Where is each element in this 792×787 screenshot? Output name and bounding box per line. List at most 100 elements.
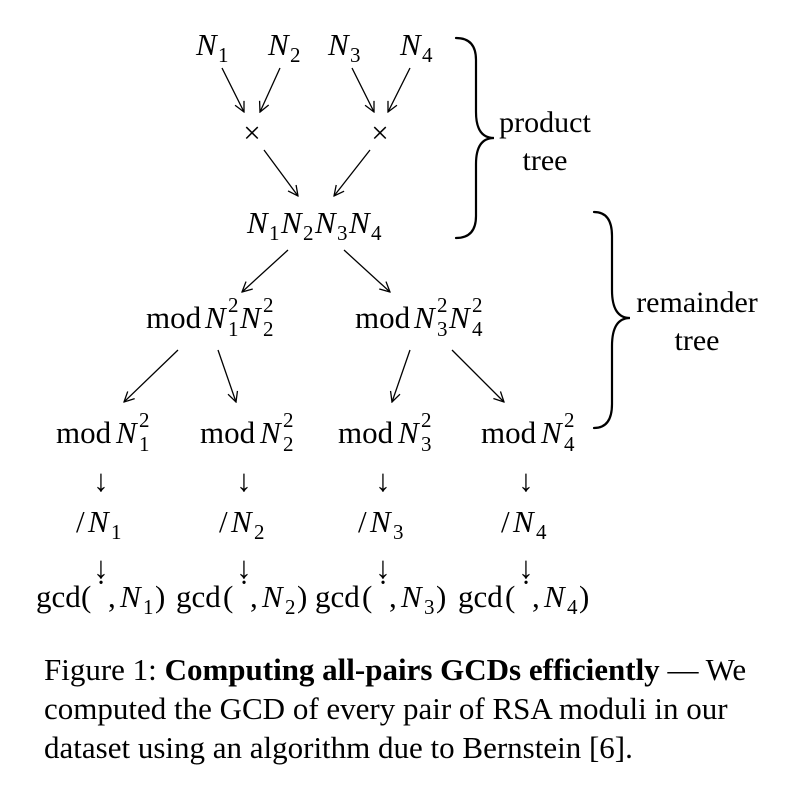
divide-2-sub: 2: [254, 520, 265, 544]
gcd-tree-diagram: N 1 N 2 N 3 N 4 × × N 1 N 2 N 3 N 4 mod …: [36, 27, 758, 619]
arrow-mod12-mod1: [124, 349, 179, 402]
mod-single-4-exp: 2: [564, 408, 575, 432]
mod-pair-12-sub-b: 2: [263, 317, 274, 341]
mod-pair-12-exp-b: 2: [263, 293, 274, 317]
divide-node-3: / N 3: [358, 504, 404, 544]
gcd-3-placeholder: ·: [378, 568, 387, 599]
mod-single-3: mod N 2 3: [338, 408, 432, 456]
divide-3-slash: /: [358, 504, 367, 539]
mod-pair-34-base-b: N: [448, 300, 472, 335]
root-sub-3: 3: [337, 221, 348, 245]
mod-pair-34: mod N 2 3 N 2 4: [355, 293, 483, 341]
arrow-n1-mult-left: [221, 67, 244, 112]
mod-pair-34-exp-a: 2: [437, 293, 448, 317]
multiply-node-right: ×: [371, 115, 388, 150]
gcd-3-base: N: [400, 579, 424, 614]
down-arrow-mod-div-1: ↓: [93, 463, 109, 498]
mod-single-2-prefix: mod: [200, 415, 256, 450]
mod-pair-12-base-b: N: [239, 300, 263, 335]
gcd-3-sub: 3: [424, 595, 435, 619]
gcd-2-close-paren: ): [297, 579, 307, 614]
gcd-1-comma: ,: [108, 579, 116, 614]
divide-4-sub: 4: [536, 520, 547, 544]
leaf-n1-sub: 1: [218, 43, 229, 67]
down-arrow-div-gcd-4: ↓: [518, 550, 534, 585]
gcd-1-label: gcd: [36, 579, 81, 614]
mod-single-2: mod N 2 2: [200, 408, 294, 456]
gcd-4-placeholder: ·: [521, 568, 530, 599]
leaf-n4-base: N: [399, 27, 423, 62]
gcd-4-close-paren: ): [579, 579, 589, 614]
mod-single-1: mod N 2 1: [56, 408, 150, 456]
divide-node-4: / N 4: [501, 504, 547, 544]
leaf-n2-base: N: [267, 27, 291, 62]
mod-single-1-base: N: [115, 415, 139, 450]
divide-1-slash: /: [76, 504, 85, 539]
divide-1-sub: 1: [111, 520, 122, 544]
divide-node-1: / N 1: [76, 504, 122, 544]
gcd-4-open-paren: (: [505, 579, 515, 614]
mod-pair-34-base-a: N: [413, 300, 437, 335]
divide-4-slash: /: [501, 504, 510, 539]
gcd-4-label: gcd: [458, 579, 503, 614]
leaf-n3-base: N: [327, 27, 351, 62]
root-base-2: N: [280, 205, 304, 240]
caption-body: — We computed the GCD of every pair of R…: [44, 652, 747, 765]
down-arrow-div-gcd-3: ↓: [375, 550, 391, 585]
multiply-node-left: ×: [243, 115, 260, 150]
mod-single-4-base: N: [540, 415, 564, 450]
remainder-tree-label-line2: tree: [675, 324, 720, 357]
mod-single-4: mod N 2 4: [481, 408, 575, 456]
leaf-n3: N 3: [327, 27, 361, 67]
arrow-n3-mult-right: [351, 67, 374, 112]
arrow-n2-mult-left: [260, 67, 281, 112]
remainder-tree-label-line1: remainder: [636, 286, 758, 319]
mod-pair-12-base-a: N: [204, 300, 228, 335]
mod-pair-34-exp-b: 2: [472, 293, 483, 317]
root-base-1: N: [246, 205, 270, 240]
caption-prefix: Figure 1:: [44, 652, 165, 687]
gcd-4-sub: 4: [567, 595, 578, 619]
leaf-n3-sub: 3: [350, 43, 361, 67]
gcd-3-close-paren: ): [436, 579, 446, 614]
leaf-n2: N 2: [267, 27, 301, 67]
remainder-tree-brace: [592, 210, 631, 430]
leaf-n1: N 1: [195, 27, 229, 67]
leaf-n1-base: N: [195, 27, 219, 62]
arrow-n4-mult-right: [388, 67, 411, 112]
root-base-4: N: [348, 205, 372, 240]
root-sub-4: 4: [371, 221, 382, 245]
mod-pair-12-sub-a: 1: [228, 317, 239, 341]
gcd-2-comma: ,: [250, 579, 258, 614]
arrow-root-mod12: [242, 249, 289, 292]
gcd-node-1: gcd ( · , N 1 ): [36, 568, 165, 619]
root-base-3: N: [314, 205, 338, 240]
gcd-4-base: N: [543, 579, 567, 614]
gcd-2-label: gcd: [176, 579, 221, 614]
gcd-node-2: gcd ( · , N 2 ): [176, 568, 307, 619]
mod-pair-12-exp-a: 2: [228, 293, 239, 317]
figure-caption: Figure 1: Computing all-pairs GCDs effic…: [44, 650, 764, 767]
down-arrow-mod-div-2: ↓: [236, 463, 252, 498]
gcd-4-comma: ,: [532, 579, 540, 614]
root-sub-2: 2: [303, 221, 314, 245]
divide-2-base: N: [230, 504, 254, 539]
gcd-1-sub: 1: [143, 595, 154, 619]
down-arrow-mod-div-3: ↓: [375, 463, 391, 498]
arrow-mod34-mod3: [392, 349, 411, 402]
mod-single-2-exp: 2: [283, 408, 294, 432]
mod-single-1-prefix: mod: [56, 415, 112, 450]
mod-pair-12: mod N 2 1 N 2 2: [146, 293, 274, 341]
gcd-node-3: gcd ( · , N 3 ): [315, 568, 446, 619]
gcd-2-sub: 2: [285, 595, 296, 619]
down-arrow-div-gcd-2: ↓: [236, 550, 252, 585]
mod-pair-34-sub-a: 3: [437, 317, 448, 341]
gcd-2-placeholder: ·: [239, 568, 248, 599]
product-tree-brace: [454, 36, 495, 240]
gcd-1-placeholder: ·: [96, 568, 105, 599]
divide-1-base: N: [87, 504, 111, 539]
gcd-1-close-paren: ): [155, 579, 165, 614]
mod-pair-34-sub-b: 4: [472, 317, 483, 341]
divide-3-base: N: [369, 504, 393, 539]
product-tree-label-line1: product: [499, 106, 591, 139]
